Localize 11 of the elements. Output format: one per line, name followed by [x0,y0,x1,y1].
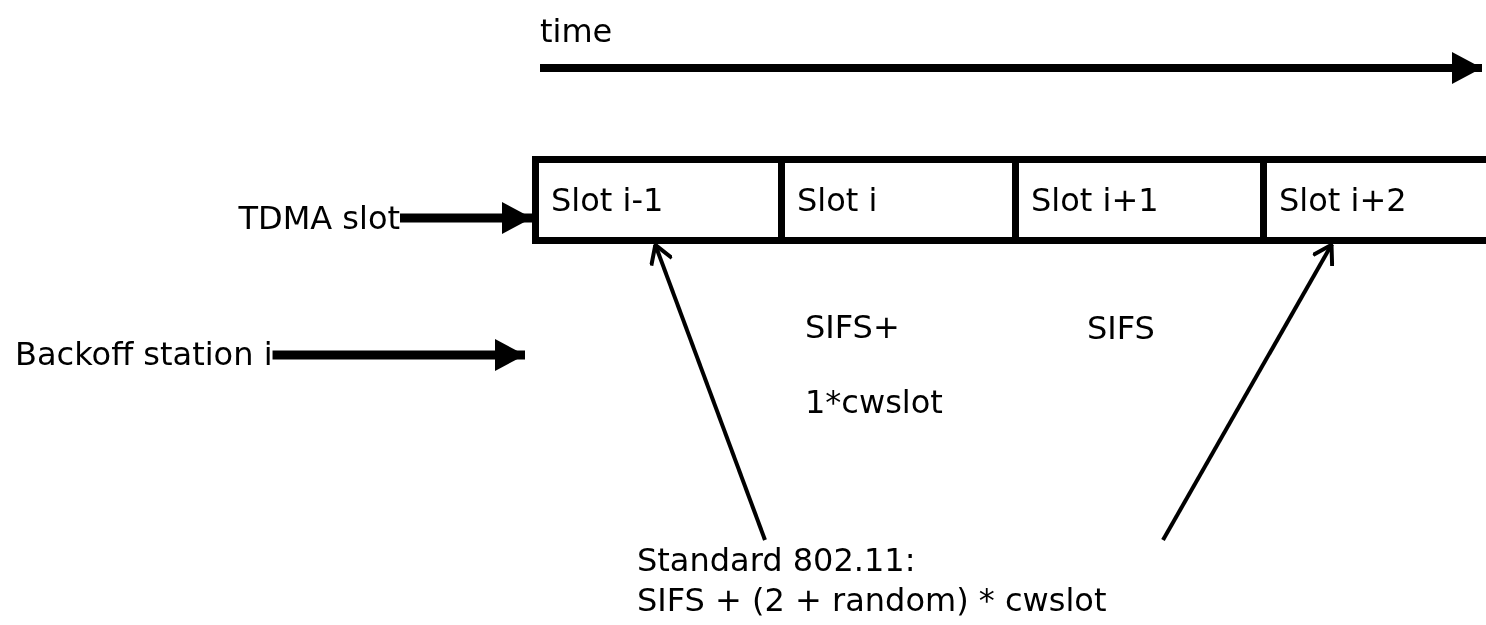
row-label: Backoff station i [15,333,273,375]
arrow [1161,242,1335,541]
note-text: SIFS + (2 + random) * cwslot [637,580,1107,620]
note-text: Standard 802.11: [637,540,917,580]
timing-note: SIFS+ 1*cwslot [805,307,944,423]
timing-note: SIFS [1087,308,1155,349]
arrow [649,242,767,541]
row-label: TDMA slot [120,197,400,239]
arrow [400,202,532,234]
arrow [272,339,525,371]
axis-label: time [540,11,613,52]
